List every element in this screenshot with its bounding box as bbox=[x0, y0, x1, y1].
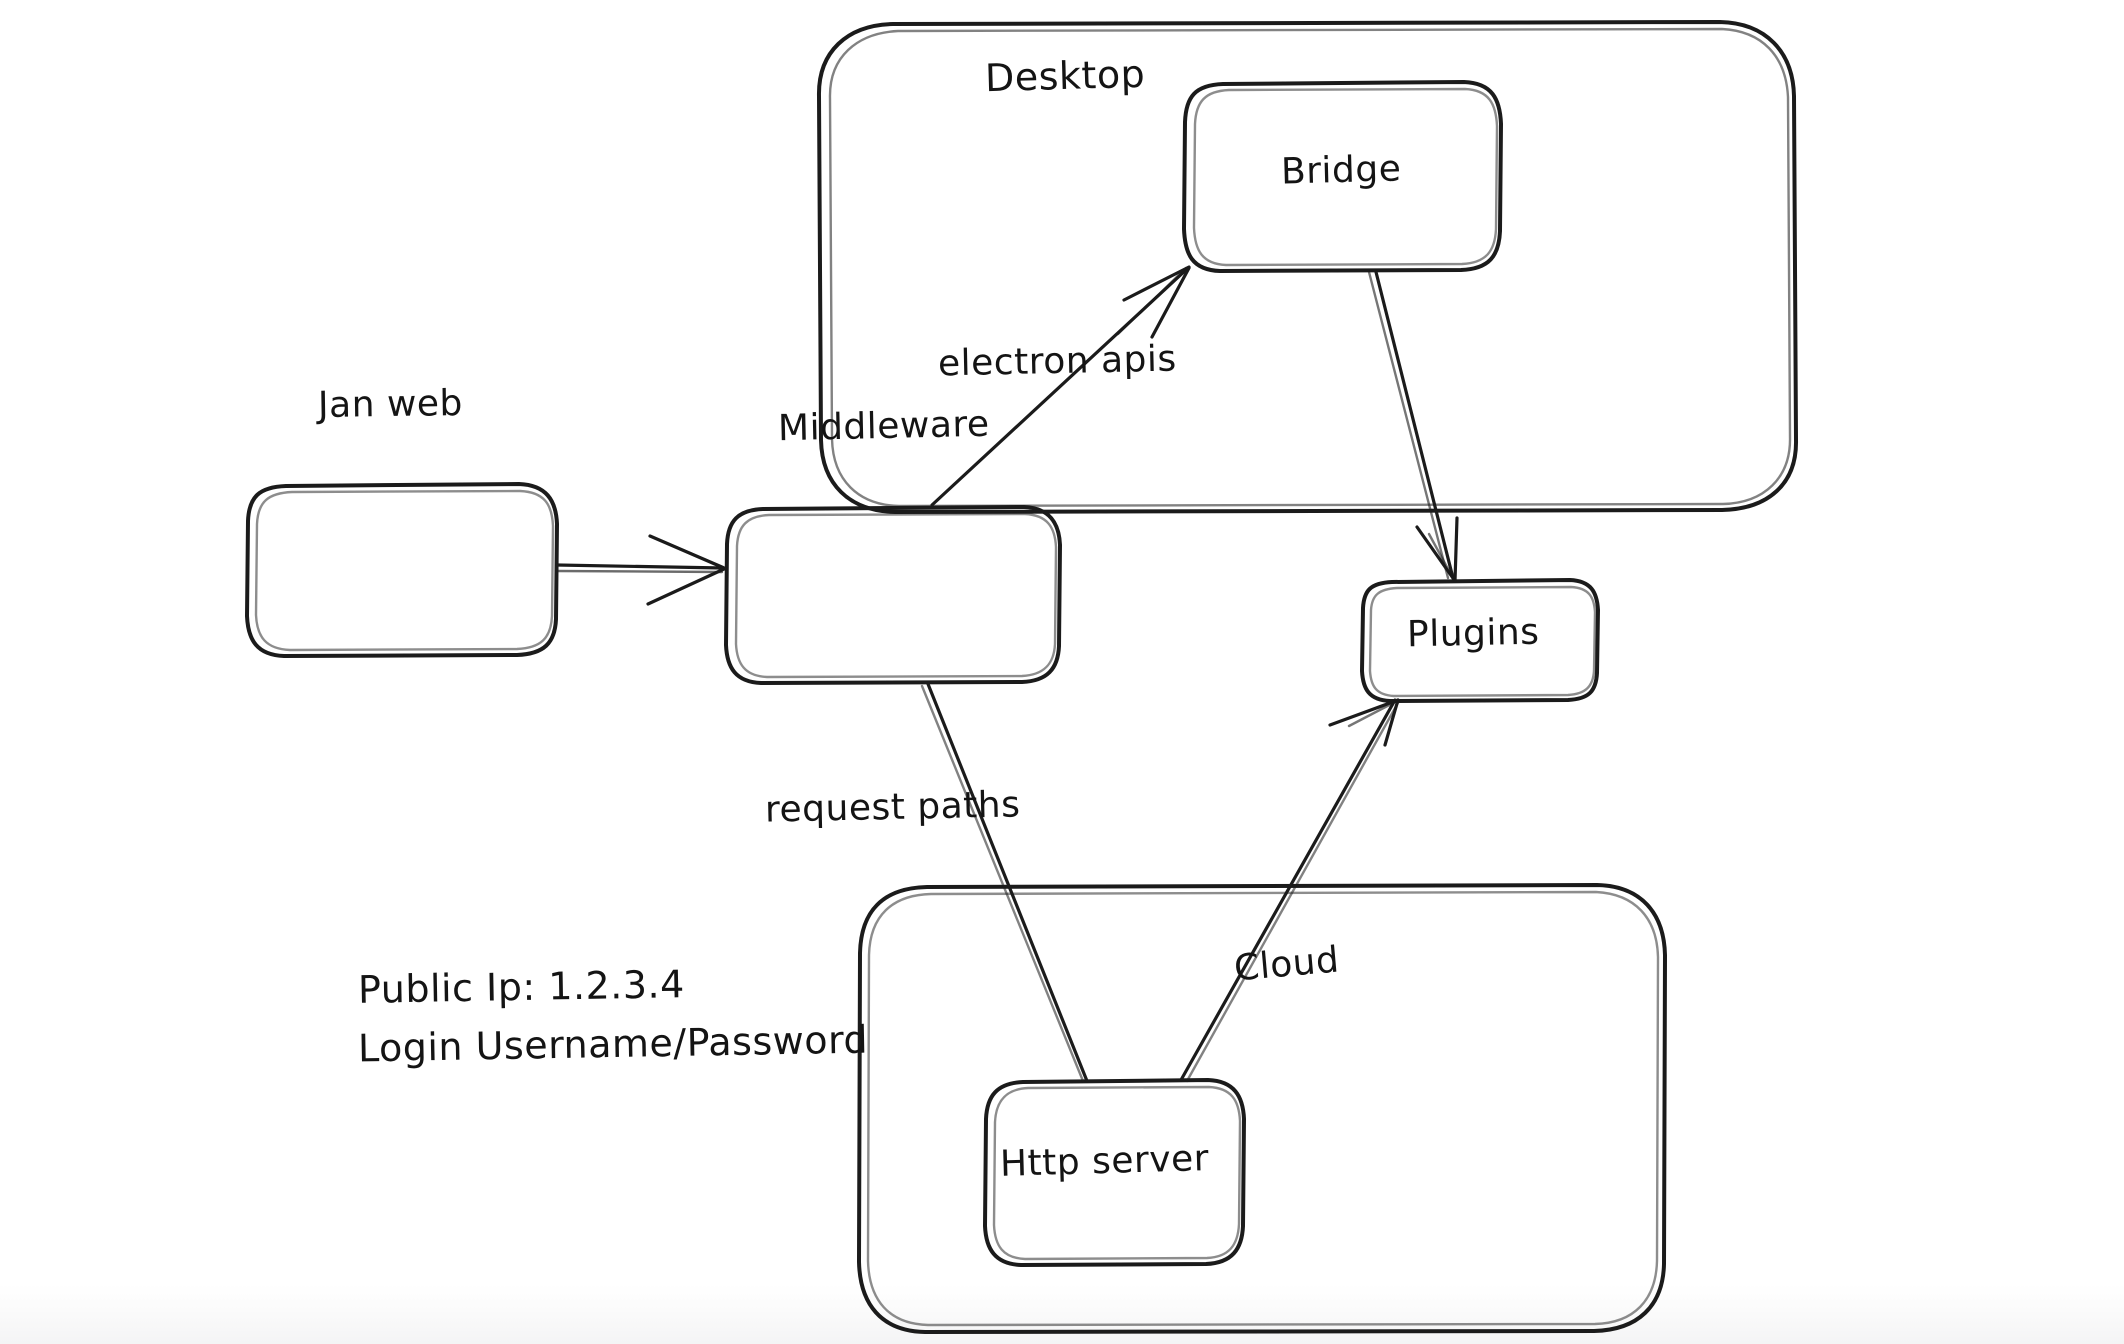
group-label-desktop: Desktop bbox=[984, 51, 1146, 101]
node-label-bridge[interactable]: Bridge bbox=[1280, 148, 1402, 193]
edge-bridge-to-plugins bbox=[1367, 270, 1459, 583]
edge-jan-web-to-middleware bbox=[555, 534, 726, 606]
node-middleware-shape[interactable] bbox=[724, 505, 1062, 685]
node-plugins-shape[interactable] bbox=[1360, 578, 1600, 703]
edge-middleware-to-http-server bbox=[920, 682, 1089, 1083]
edge-label-electron-apis: electron apis bbox=[937, 338, 1178, 385]
node-bridge-shape[interactable] bbox=[1182, 80, 1503, 273]
node-label-http-server[interactable]: Http server bbox=[999, 1138, 1210, 1185]
edge-http-server-to-plugins bbox=[1179, 698, 1401, 1083]
node-label-plugins[interactable]: Plugins bbox=[1406, 611, 1540, 656]
group-cloud-container bbox=[857, 883, 1667, 1334]
node-http-server-shape[interactable] bbox=[983, 1078, 1246, 1267]
edge-middleware-to-bridge bbox=[930, 265, 1191, 507]
group-desktop-container bbox=[816, 20, 1799, 514]
node-label-jan-web[interactable]: Jan web bbox=[317, 382, 464, 427]
node-jan-web-shape[interactable] bbox=[245, 482, 559, 658]
edge-label-request-paths: request paths bbox=[764, 784, 1021, 831]
note-public-ip: Public Ip: 1.2.3.4 bbox=[357, 962, 686, 1012]
note-login-credentials: Login Username/Password bbox=[357, 1017, 869, 1071]
node-label-middleware[interactable]: Middleware bbox=[777, 403, 990, 450]
